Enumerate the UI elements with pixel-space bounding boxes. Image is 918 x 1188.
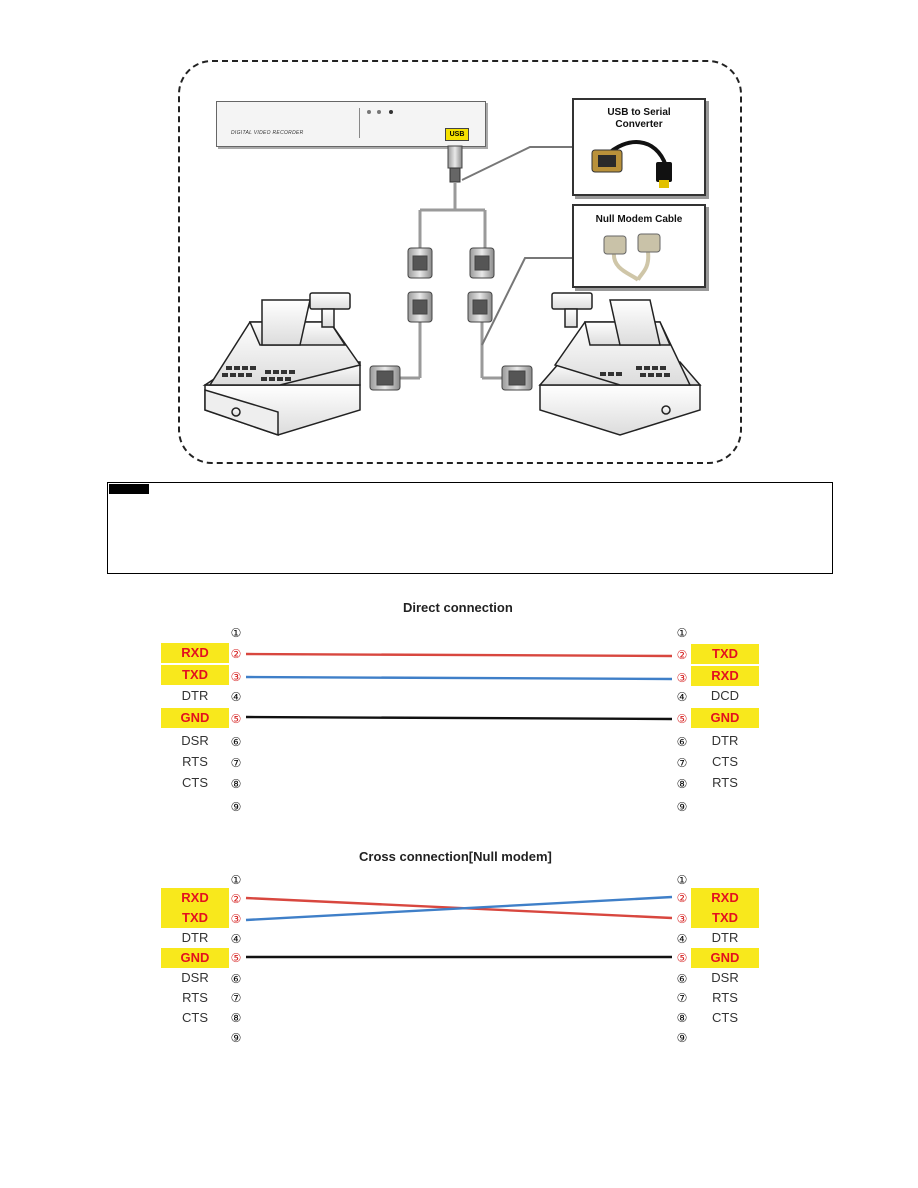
signal-label: CTS xyxy=(712,754,738,769)
note-box xyxy=(107,482,833,574)
usb-serial-converter-callout: USB to Serial Converter xyxy=(572,98,706,196)
callout-title: Converter xyxy=(615,119,663,130)
pin-number: ③ xyxy=(676,671,688,685)
signal-label: DTR xyxy=(181,688,209,703)
illustration-frame xyxy=(178,60,742,464)
dvr-unit: DIGITAL VIDEO RECORDER USB xyxy=(216,101,486,147)
callout-title: Null Modem Cable xyxy=(595,214,683,225)
wire-red xyxy=(245,652,673,658)
dvr-led xyxy=(377,110,381,114)
pin-number: ⑨ xyxy=(676,1031,688,1045)
wire-blue xyxy=(245,675,673,681)
callout-pointers xyxy=(461,146,573,346)
null-modem-cable-callout: Null Modem Cable xyxy=(572,204,706,288)
pin-number: ⑥ xyxy=(676,972,688,986)
pin-number: ③ xyxy=(230,670,242,684)
connection-illustration xyxy=(202,145,702,437)
pin-number: ⑨ xyxy=(676,800,688,814)
signal-label: DCD xyxy=(710,688,740,703)
signal-label: RTS xyxy=(182,990,208,1005)
cross-connection-title: Cross connection[Null modem] xyxy=(359,849,552,864)
dvr-led xyxy=(367,110,371,114)
pin-number: ① xyxy=(230,873,242,887)
cross-wires xyxy=(245,895,673,959)
usb-serial-converter-icon xyxy=(591,140,672,188)
signal-label: DTR xyxy=(181,930,209,945)
pin-number: ④ xyxy=(676,932,688,946)
signal-label: DSR xyxy=(181,970,209,985)
signal-label: CTS xyxy=(182,1010,208,1025)
pin-number: ⑦ xyxy=(230,991,242,1005)
dvr-label: DIGITAL VIDEO RECORDER xyxy=(231,130,304,136)
pin-number: ⑤ xyxy=(676,951,688,965)
signal-label: RXD xyxy=(691,888,759,908)
pin-number: ⑧ xyxy=(230,1011,242,1025)
pin-number: ② xyxy=(230,892,242,906)
signal-label: GND xyxy=(161,708,229,728)
pin-number: ① xyxy=(676,626,688,640)
signal-label: DSR xyxy=(181,733,209,748)
direct-connection-title: Direct connection xyxy=(403,600,513,615)
callout-title: USB to Serial xyxy=(607,107,671,118)
keypad-right-icon xyxy=(600,366,670,377)
pin-number: ⑦ xyxy=(676,991,688,1005)
signal-label: TXD xyxy=(161,908,229,928)
pin-number: ⑦ xyxy=(230,756,242,770)
null-modem-cable-icon xyxy=(603,233,661,282)
pin-number: ⑧ xyxy=(230,777,242,791)
signal-label: TXD xyxy=(691,908,759,928)
signal-label: GND xyxy=(161,948,229,968)
pin-number: ⑧ xyxy=(676,1011,688,1025)
signal-label: RXD xyxy=(161,888,229,908)
signal-label: RTS xyxy=(712,775,738,790)
pin-number: ④ xyxy=(230,690,242,704)
usb-port-badge: USB xyxy=(445,128,469,141)
signal-label: GND xyxy=(691,948,759,968)
db9-connector-icon xyxy=(369,247,533,391)
direct-wires xyxy=(245,652,673,721)
pin-number: ⑨ xyxy=(230,1031,242,1045)
pin-number: ① xyxy=(676,873,688,887)
signal-label: CTS xyxy=(182,775,208,790)
signal-label: TXD xyxy=(691,644,759,664)
keypad-left-icon xyxy=(222,366,295,381)
pin-number: ⑥ xyxy=(230,735,242,749)
pin-number: ② xyxy=(676,891,688,905)
signal-label: CTS xyxy=(712,1010,738,1025)
wire-black xyxy=(245,715,673,721)
signal-label: RXD xyxy=(161,643,229,663)
signal-label: TXD xyxy=(161,665,229,685)
usb-plug-icon xyxy=(447,145,463,183)
pin-number: ⑤ xyxy=(230,712,242,726)
pin-number: ③ xyxy=(676,912,688,926)
pin-number: ⑨ xyxy=(230,800,242,814)
signal-label: RTS xyxy=(712,990,738,1005)
cable-trunk xyxy=(400,182,502,380)
dvr-panel-divider xyxy=(359,108,360,138)
pin-number: ③ xyxy=(230,912,242,926)
signal-label: DTR xyxy=(711,733,739,748)
pin-number: ⑥ xyxy=(230,972,242,986)
pin-number: ② xyxy=(676,648,688,662)
pin-number: ① xyxy=(230,626,242,640)
signal-label: RXD xyxy=(691,666,759,686)
signal-label: DSR xyxy=(711,970,739,985)
pin-number: ⑤ xyxy=(230,951,242,965)
pin-number: ④ xyxy=(230,932,242,946)
pin-number: ② xyxy=(230,647,242,661)
pin-number: ⑥ xyxy=(676,735,688,749)
dvr-led xyxy=(389,110,393,114)
pin-number: ⑤ xyxy=(676,712,688,726)
pin-number: ④ xyxy=(676,690,688,704)
note-tag xyxy=(109,484,149,494)
signal-label: RTS xyxy=(182,754,208,769)
wire-blue xyxy=(245,895,673,922)
pin-number: ⑦ xyxy=(676,756,688,770)
signal-label: GND xyxy=(691,708,759,728)
pin-number: ⑧ xyxy=(676,777,688,791)
signal-label: DTR xyxy=(711,930,739,945)
